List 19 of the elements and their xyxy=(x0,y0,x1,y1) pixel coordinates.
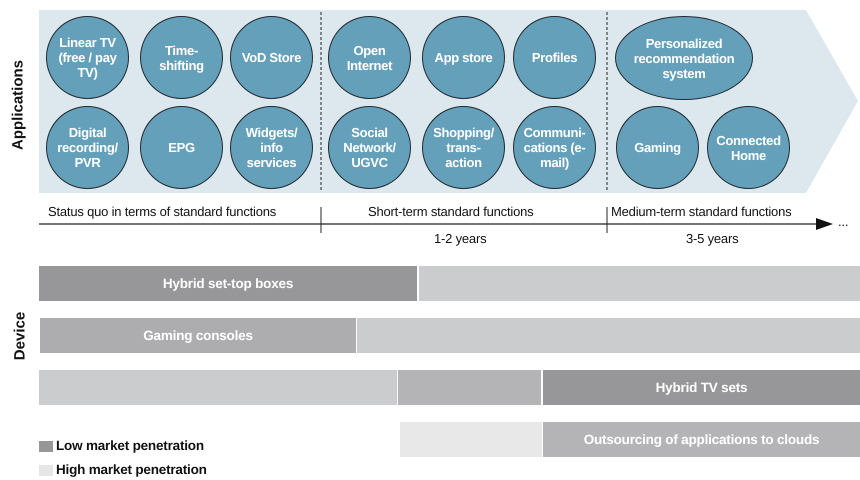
phase-label: Short-term standard functions xyxy=(368,204,534,219)
device-bar xyxy=(398,370,541,405)
device-bar: Hybrid set-top boxes xyxy=(39,266,417,301)
axis-title: Applications xyxy=(10,60,26,150)
duration-label: 1-2 years xyxy=(434,231,486,246)
device-bar: Outsourcing of applications to clouds xyxy=(543,422,860,457)
device-bar xyxy=(357,318,860,353)
legend-label: Low market penetration xyxy=(56,438,204,453)
device-bar xyxy=(419,266,860,301)
phase-label: Status quo in terms of standard functions xyxy=(48,204,276,219)
device-bar: Gaming consoles xyxy=(40,318,356,353)
device-bar xyxy=(39,370,397,405)
device-bar: Hybrid TV sets xyxy=(543,370,860,405)
phase-label: Medium-term standard functions xyxy=(611,204,792,219)
duration-label: 3-5 years xyxy=(686,231,738,246)
ellipsis: ... xyxy=(838,214,848,229)
axis-title: Device xyxy=(12,312,28,360)
legend-label: High market penetration xyxy=(56,462,207,477)
device-bar xyxy=(400,422,542,457)
